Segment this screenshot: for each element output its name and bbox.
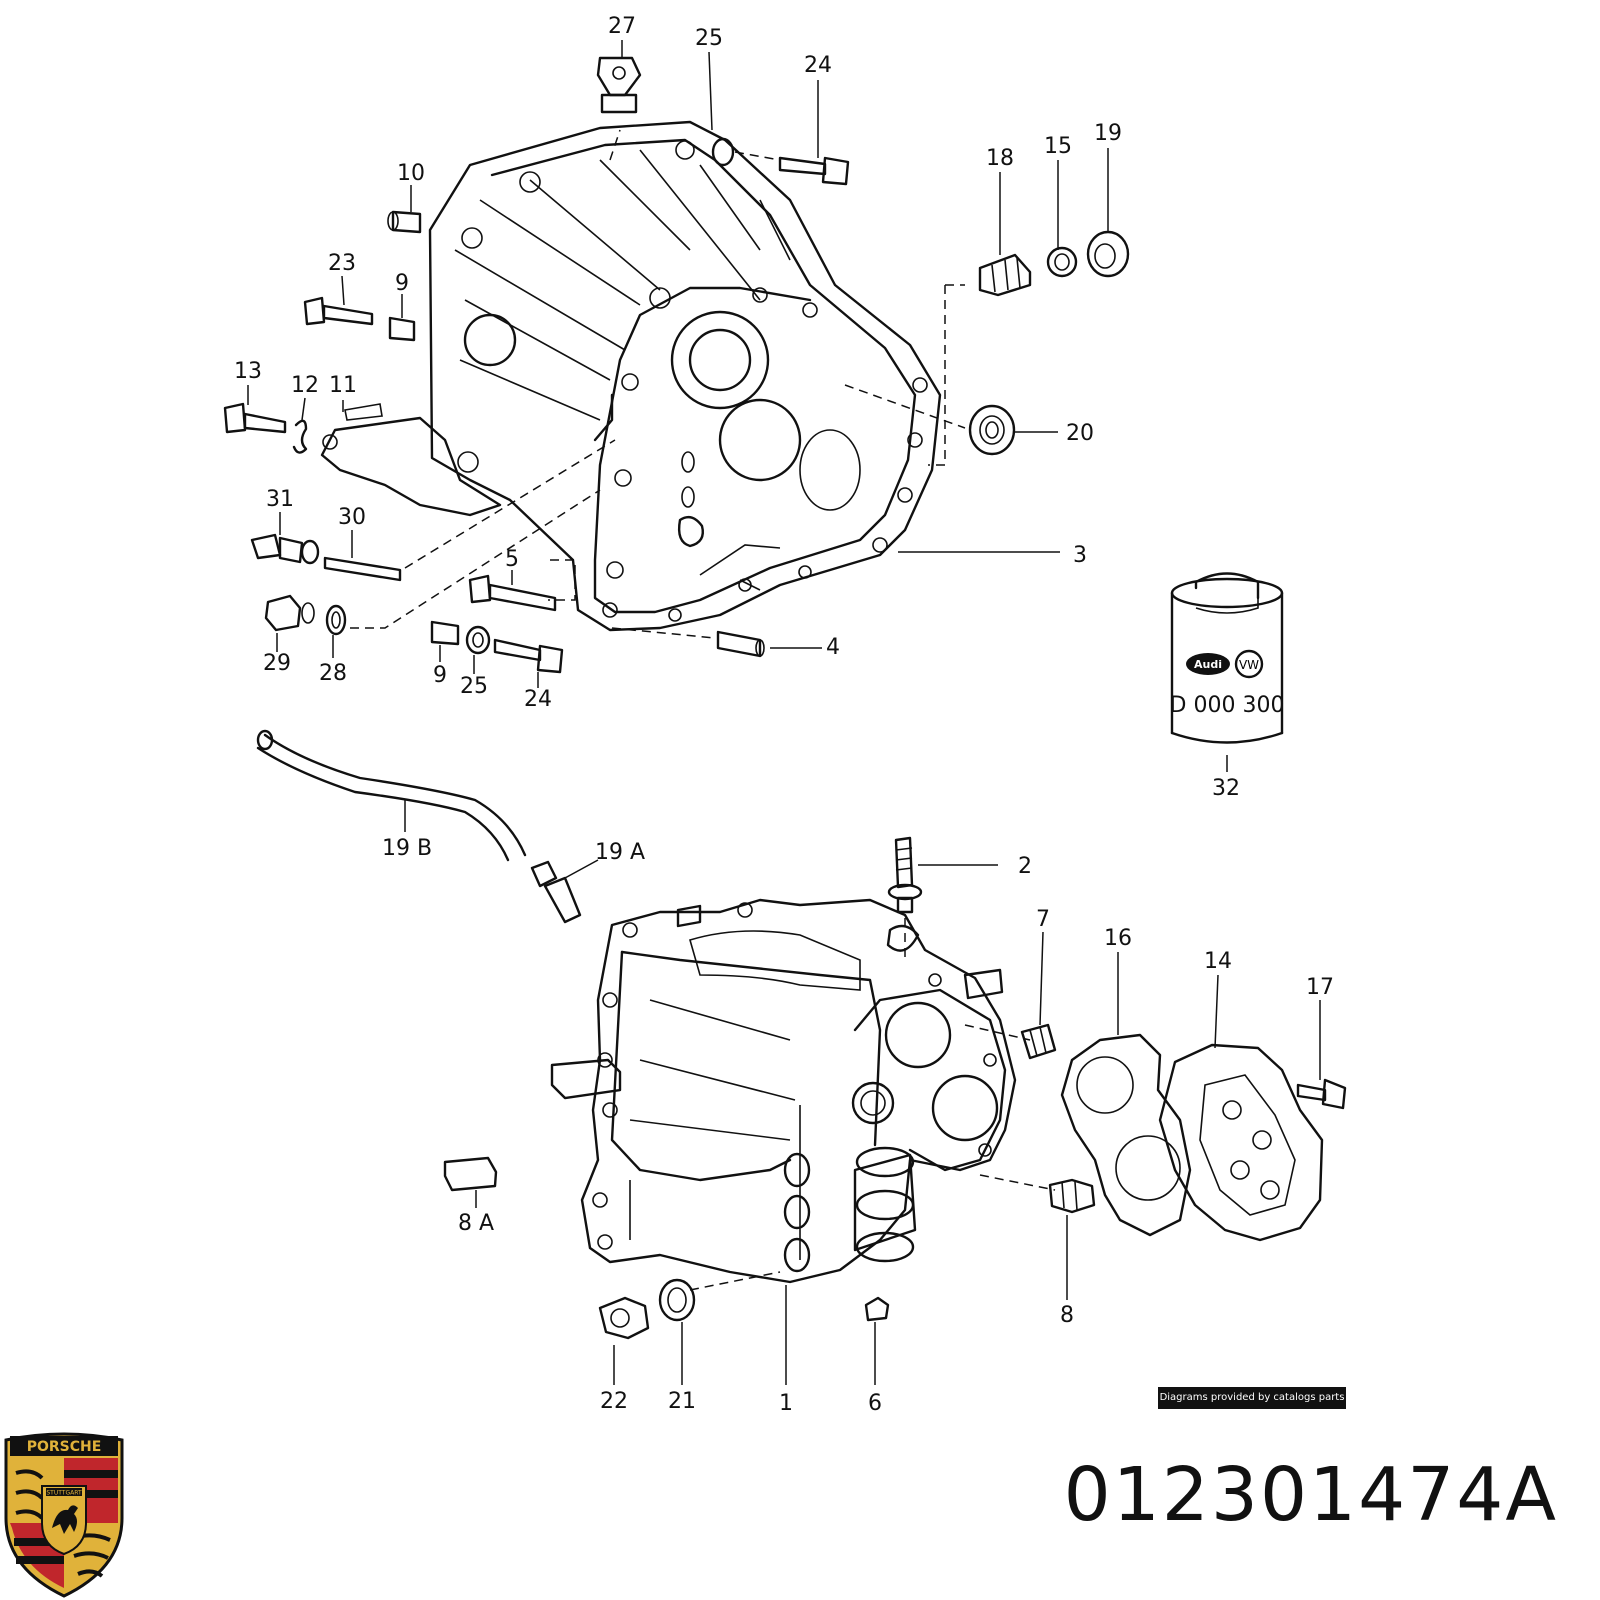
logo-subtext: STUTTGART <box>46 1490 82 1497</box>
callout-21: 21 <box>668 1389 696 1414</box>
callout-12: 12 <box>291 373 319 398</box>
callout-16: 16 <box>1104 926 1132 951</box>
oil-can: Audi VW D 000 300 <box>1170 572 1285 744</box>
callout-20: 20 <box>1066 421 1094 446</box>
gearbox-housing <box>550 898 1017 1284</box>
callout-32: 32 <box>1212 776 1240 801</box>
callout-19a: 19 A <box>595 840 645 865</box>
callout-30: 30 <box>338 505 366 530</box>
callout-6: 6 <box>868 1391 882 1416</box>
leader-lines <box>247 40 1321 1385</box>
clutch-housing <box>320 120 942 632</box>
callout-22: 22 <box>600 1389 628 1414</box>
callout-25: 25 <box>695 26 723 51</box>
callout-9: 9 <box>395 271 409 296</box>
upper-small-parts <box>223 56 1130 674</box>
callout-24-lower: 24 <box>524 687 552 712</box>
callout-15: 15 <box>1044 134 1072 159</box>
logo-wordmark: PORSCHE <box>27 1439 102 1455</box>
porsche-crest-icon: PORSCHE STUTTGART <box>4 1432 124 1598</box>
callout-18: 18 <box>986 146 1014 171</box>
callout-3: 3 <box>1073 543 1087 568</box>
callout-4: 4 <box>826 635 840 660</box>
callout-27: 27 <box>608 14 636 39</box>
callout-29: 29 <box>263 651 291 676</box>
callout-5: 5 <box>505 547 519 572</box>
callout-25-lower: 25 <box>460 674 488 699</box>
callout-8a: 8 A <box>458 1211 494 1236</box>
callout-31: 31 <box>266 487 294 512</box>
can-part-label: D 000 300 <box>1170 693 1285 718</box>
callout-2: 2 <box>1018 854 1032 879</box>
callout-9-lower: 9 <box>433 663 447 688</box>
diagram-credit-badge: Diagrams provided by catalogs parts <box>1158 1387 1346 1409</box>
lower-small-parts <box>443 836 1347 1340</box>
callout-24: 24 <box>804 53 832 78</box>
callout-8: 8 <box>1060 1303 1074 1328</box>
callout-10: 10 <box>397 161 425 186</box>
callout-19b: 19 B <box>382 836 432 861</box>
vw-brand-text: VW <box>1239 658 1259 672</box>
callout-11: 11 <box>329 373 357 398</box>
callout-19: 19 <box>1094 121 1122 146</box>
callout-1: 1 <box>779 1391 793 1416</box>
audi-brand-text: Audi <box>1194 658 1222 671</box>
breather-hose <box>256 729 582 924</box>
callout-14: 14 <box>1204 949 1232 974</box>
part-number: 012301474A <box>1063 1452 1558 1538</box>
callout-17: 17 <box>1306 975 1334 1000</box>
callout-labels: 27 25 24 10 23 9 13 12 11 31 30 5 29 28 … <box>234 14 1334 1416</box>
callout-7: 7 <box>1036 907 1050 932</box>
callout-23: 23 <box>328 251 356 276</box>
callout-13: 13 <box>234 359 262 384</box>
callout-28: 28 <box>319 661 347 686</box>
